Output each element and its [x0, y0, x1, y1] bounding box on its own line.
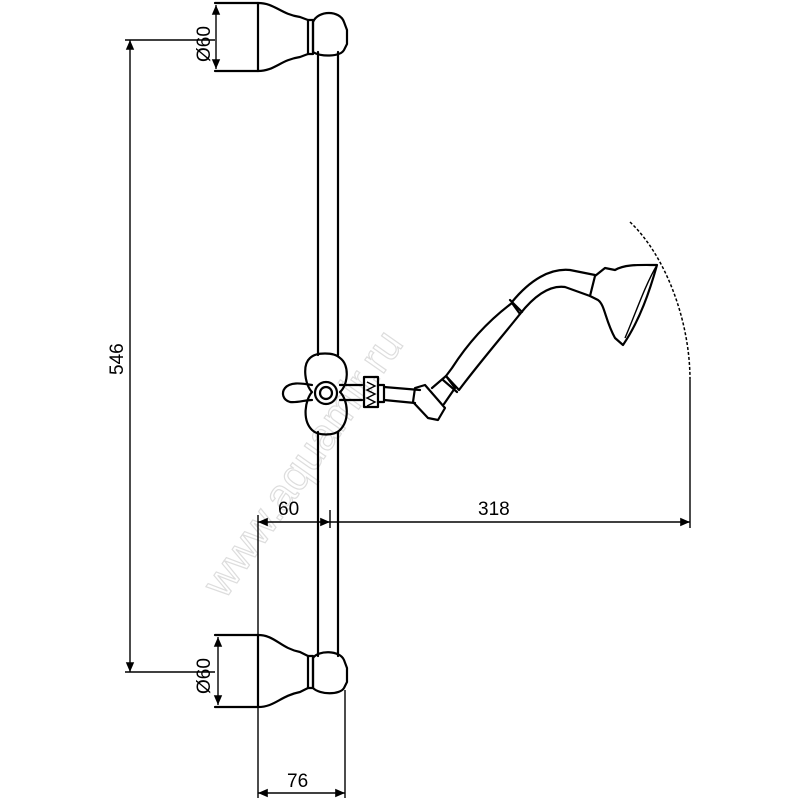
- dimension-546: 546: [107, 39, 215, 673]
- dimension-60: 60: [258, 499, 330, 527]
- dimension-76: 76: [258, 771, 345, 798]
- slide-rail: [316, 50, 340, 658]
- watermark: www.aquamir.ru: [192, 321, 412, 606]
- dimension-318: 318: [330, 499, 690, 527]
- dimension-60-label: 60: [278, 499, 299, 520]
- dimension-546-label: 546: [107, 343, 128, 375]
- diameter-bottom-label: Ø60: [194, 658, 215, 694]
- diameter-top-label: Ø60: [194, 26, 215, 62]
- slider-cross-handle: [281, 352, 422, 436]
- dimension-diameter-top: Ø60: [194, 5, 221, 69]
- dimension-diameter-bottom: Ø60: [194, 637, 223, 705]
- dimension-76-label: 76: [287, 771, 308, 792]
- hand-shower: [411, 263, 659, 422]
- bottom-wall-bracket: [213, 633, 349, 709]
- top-wall-bracket: [213, 1, 349, 73]
- swing-arc: [629, 221, 691, 381]
- dimension-318-label: 318: [478, 499, 510, 520]
